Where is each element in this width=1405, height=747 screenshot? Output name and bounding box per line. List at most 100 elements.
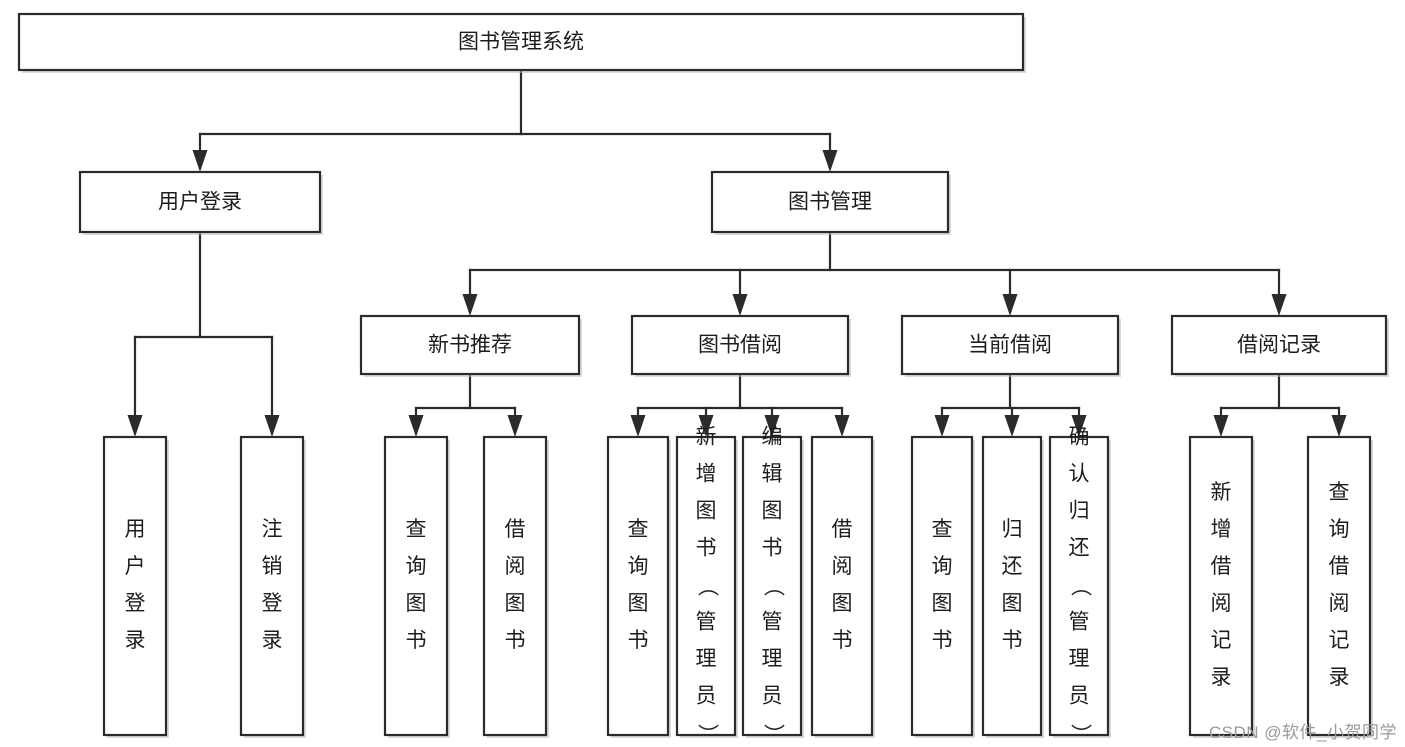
node-label-char: 户 [125, 555, 146, 578]
node-book-borrow[interactable]: 图书借阅 [630, 314, 851, 377]
node-box[interactable] [359, 314, 581, 376]
edge-group-borrow-record [1213, 372, 1347, 437]
node-box[interactable] [741, 435, 803, 737]
node-label-char: 理 [1069, 648, 1090, 671]
node-label-char: 书 [406, 629, 427, 652]
node-label-char: 借 [1211, 555, 1232, 578]
node-label: 图书管理系统 [458, 31, 584, 54]
node-box[interactable] [239, 435, 305, 737]
arrow-head-icon [507, 415, 523, 437]
node-box[interactable] [1048, 435, 1110, 737]
node-box[interactable] [78, 170, 322, 234]
node-label-char: 管 [762, 611, 783, 634]
node-box[interactable] [981, 435, 1043, 737]
node-box[interactable] [710, 170, 950, 234]
edge-group-book-borrow [630, 372, 850, 437]
arrow-head-icon [408, 415, 424, 437]
node-label: 新书推荐 [428, 334, 512, 357]
node-label: 图书借阅 [698, 334, 782, 357]
node-label-char: 阅 [505, 555, 526, 578]
watermark-label: CSDN @软件_小贺同学 [1208, 723, 1397, 742]
node-label-char: 认 [1069, 463, 1090, 486]
node-box[interactable] [810, 435, 874, 737]
node-label-char: 登 [262, 592, 283, 615]
node-label-char: 图 [406, 592, 427, 615]
arrow-head-icon [834, 415, 850, 437]
node-label-char: 录 [125, 629, 146, 652]
node-label-char: 录 [1329, 666, 1350, 689]
node-label-char: 新 [1211, 481, 1232, 504]
node-box[interactable] [1170, 314, 1388, 376]
node-label: 借阅记录 [1237, 334, 1321, 357]
node-box[interactable] [383, 435, 449, 737]
node-label: 用户登录 [158, 191, 242, 214]
node-label-char: （ [761, 576, 784, 597]
node-box[interactable] [17, 12, 1025, 72]
node-label-char: 图 [762, 500, 783, 523]
node-label-char: 注 [262, 518, 283, 541]
node-label-char: 询 [932, 555, 953, 578]
node-label-char: 书 [1002, 629, 1023, 652]
node-label-char: ） [1068, 724, 1091, 745]
node-root[interactable]: 图书管理系统 [17, 12, 1026, 73]
arrow-head-icon [934, 415, 950, 437]
node-label-char: 书 [696, 537, 717, 560]
arrow-head-icon [764, 415, 780, 437]
node-label-char: 管 [696, 611, 717, 634]
node-new-book-rec[interactable]: 新书推荐 [359, 314, 582, 377]
node-label-char: 阅 [1329, 592, 1350, 615]
arrow-head-icon [462, 294, 478, 316]
edge-group-root [192, 68, 838, 172]
node-label-char: 理 [696, 648, 717, 671]
node-label: 图书管理 [788, 191, 872, 214]
node-label-char: 借 [1329, 555, 1350, 578]
node-box[interactable] [675, 435, 737, 737]
node-borrow-record[interactable]: 借阅记录 [1170, 314, 1389, 377]
node-box[interactable] [900, 314, 1120, 376]
node-label-char: 图 [1002, 592, 1023, 615]
node-label-char: 记 [1211, 629, 1232, 652]
node-box[interactable] [910, 435, 974, 737]
node-leaf-user-login[interactable]: 用户登录 [102, 435, 169, 738]
arrow-head-icon [1213, 415, 1229, 437]
node-box[interactable] [1188, 435, 1254, 737]
node-label-char: 借 [505, 518, 526, 541]
node-label-char: 理 [762, 648, 783, 671]
node-label-char: 阅 [832, 555, 853, 578]
node-box[interactable] [102, 435, 168, 737]
node-label-char: 还 [1002, 555, 1023, 578]
node-label-char: 询 [406, 555, 427, 578]
node-label-char: 增 [1211, 518, 1232, 541]
node-user-login[interactable]: 用户登录 [78, 170, 323, 235]
node-label-char: 书 [832, 629, 853, 652]
node-box[interactable] [1306, 435, 1372, 737]
node-label-char: 查 [628, 518, 649, 541]
node-label-char: 图 [696, 500, 717, 523]
node-label-char: 书 [932, 629, 953, 652]
node-box[interactable] [482, 435, 548, 737]
arrow-head-icon [127, 415, 143, 437]
node-label-char: 查 [1329, 481, 1350, 504]
node-book-admin[interactable]: 图书管理 [710, 170, 951, 235]
node-label-char: （ [1068, 576, 1091, 597]
node-label: 用户登录 [125, 518, 146, 652]
node-label-char: 查 [932, 518, 953, 541]
node-box[interactable] [606, 435, 670, 737]
node-current-borrow[interactable]: 当前借阅 [900, 314, 1121, 377]
node-label: 当前借阅 [968, 334, 1052, 357]
node-box[interactable] [630, 314, 850, 376]
node-label-char: 员 [696, 685, 717, 708]
